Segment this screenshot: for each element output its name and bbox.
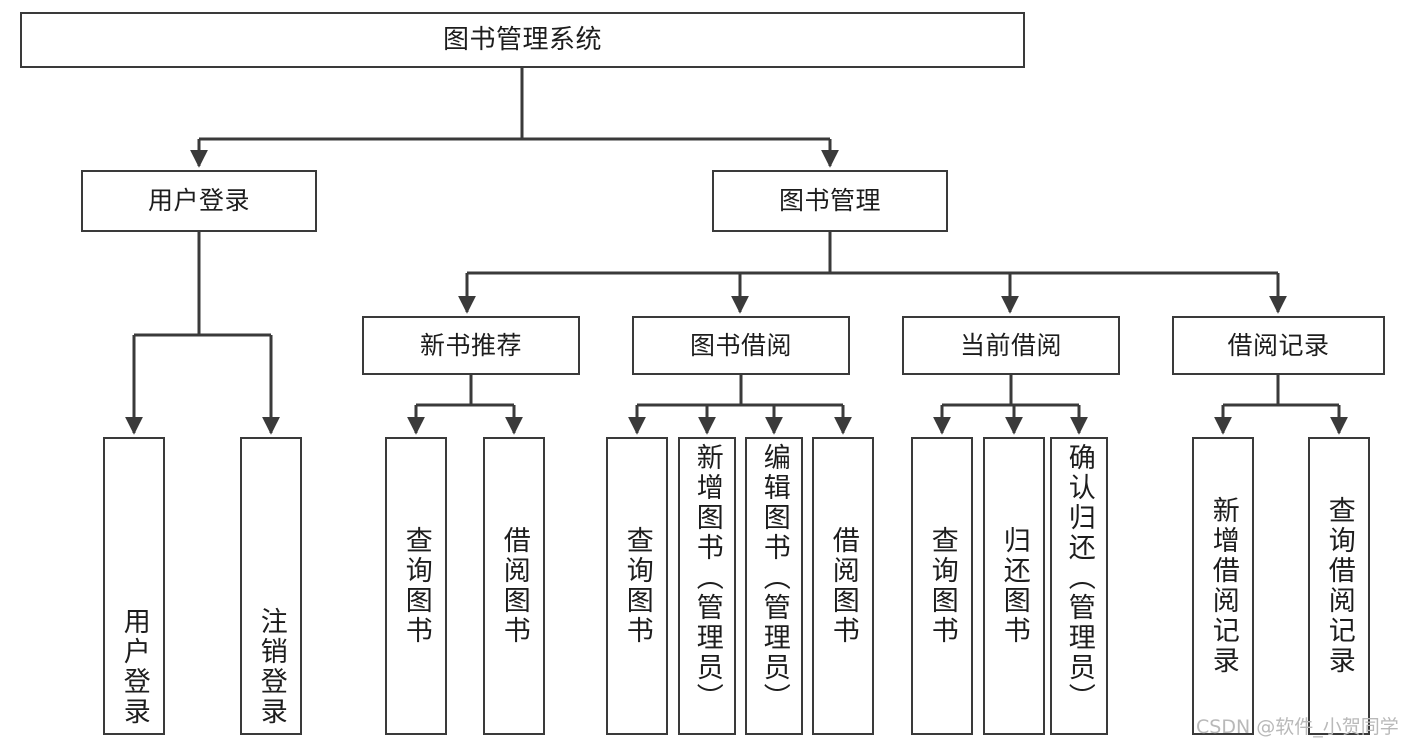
leaf-user-login[interactable]: 用户登录 — [103, 437, 165, 735]
leaf-borrow-add-book-admin[interactable]: 新增图书（管理员） — [678, 437, 736, 735]
leaf-newbook-query-book-label: 查询图书 — [400, 526, 432, 646]
edge-record-to-leaves — [1214, 375, 1348, 435]
leaf-borrow-lend-book-label: 借阅图书 — [827, 526, 859, 646]
leaf-current-confirm-return-admin-label: 确认归还（管理员） — [1063, 443, 1095, 713]
leaf-record-add-record-label: 新增借阅记录 — [1207, 496, 1239, 676]
leaf-borrow-query-book-label: 查询图书 — [621, 526, 653, 646]
edge-bookmgmt-to-level3 — [458, 232, 1287, 314]
leaf-borrow-lend-book[interactable]: 借阅图书 — [812, 437, 874, 735]
node-borrow-record-label: 借阅记录 — [1227, 330, 1330, 360]
edge-root-to-level2 — [190, 68, 839, 168]
leaf-user-logout[interactable]: 注销登录 — [240, 437, 302, 735]
node-current-borrow[interactable]: 当前借阅 — [902, 316, 1120, 375]
leaf-borrow-edit-book-admin[interactable]: 编辑图书（管理员） — [745, 437, 803, 735]
node-root[interactable]: 图书管理系统 — [20, 12, 1025, 68]
node-book-borrow-label: 图书借阅 — [689, 330, 792, 360]
leaf-newbook-borrow-book[interactable]: 借阅图书 — [483, 437, 545, 735]
node-user-login-label: 用户登录 — [147, 186, 250, 216]
leaf-current-query-book-label: 查询图书 — [926, 526, 958, 646]
node-new-book-recommend-label: 新书推荐 — [419, 330, 522, 360]
node-root-label: 图书管理系统 — [442, 24, 602, 55]
leaf-current-query-book[interactable]: 查询图书 — [911, 437, 973, 735]
csdn-watermark: CSDN @软件_小贺同学 — [1196, 716, 1399, 738]
node-book-borrow[interactable]: 图书借阅 — [632, 316, 850, 375]
leaf-newbook-borrow-book-label: 借阅图书 — [498, 526, 530, 646]
node-new-book-recommend[interactable]: 新书推荐 — [362, 316, 580, 375]
node-borrow-record[interactable]: 借阅记录 — [1172, 316, 1385, 375]
leaf-record-query-record-label: 查询借阅记录 — [1323, 496, 1355, 676]
leaf-current-return-book-label: 归还图书 — [998, 526, 1030, 646]
leaf-user-login-label: 用户登录 — [118, 607, 150, 727]
node-user-login[interactable]: 用户登录 — [81, 170, 317, 232]
leaf-borrow-query-book[interactable]: 查询图书 — [606, 437, 668, 735]
edge-newbook-to-leaves — [407, 375, 523, 435]
node-current-borrow-label: 当前借阅 — [959, 330, 1062, 360]
node-book-management-label: 图书管理 — [778, 186, 881, 216]
leaf-borrow-add-book-admin-label: 新增图书（管理员） — [691, 443, 723, 713]
leaf-borrow-edit-book-admin-label: 编辑图书（管理员） — [758, 443, 790, 713]
leaf-record-query-record[interactable]: 查询借阅记录 — [1308, 437, 1370, 735]
edge-borrow-to-leaves — [628, 375, 852, 435]
leaf-current-return-book[interactable]: 归还图书 — [983, 437, 1045, 735]
leaf-current-confirm-return-admin[interactable]: 确认归还（管理员） — [1050, 437, 1108, 735]
leaf-newbook-query-book[interactable]: 查询图书 — [385, 437, 447, 735]
leaf-user-logout-label: 注销登录 — [255, 607, 287, 727]
node-book-management[interactable]: 图书管理 — [712, 170, 948, 232]
leaf-record-add-record[interactable]: 新增借阅记录 — [1192, 437, 1254, 735]
edge-current-to-leaves — [933, 375, 1088, 435]
edge-login-to-leaves — [125, 232, 280, 435]
